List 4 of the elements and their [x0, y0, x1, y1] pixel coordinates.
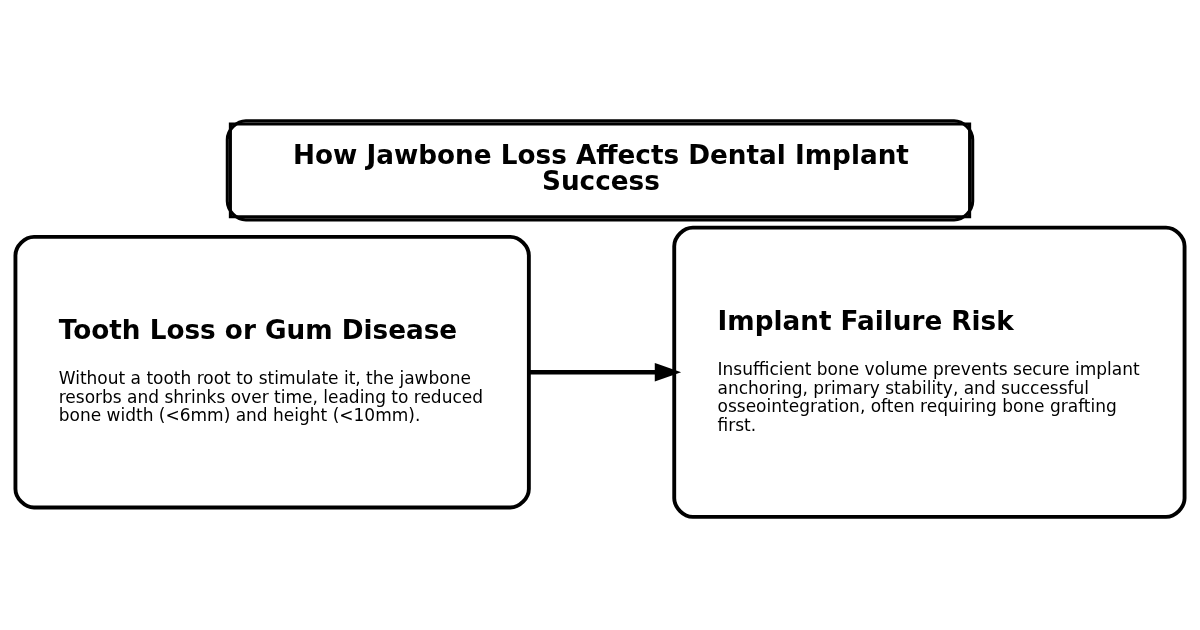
diagram-title: How Jawbone Loss Affects Dental Implant Success: [293, 139, 909, 196]
node-box: Tooth Loss or Gum Disease Without a tooth root to stimulate it, the jawbone resorbs and shrinks over time, leading to reduced bone width (<6mm) and height (<10mm).: [13, 234, 531, 510]
node-box: Implant Failure Risk Insufficient bone volume prevents secure implant anchoring, primary stability, and successful osseointegration, often requiring bone grafting first.: [672, 225, 1187, 519]
arrow: [528, 363, 682, 382]
